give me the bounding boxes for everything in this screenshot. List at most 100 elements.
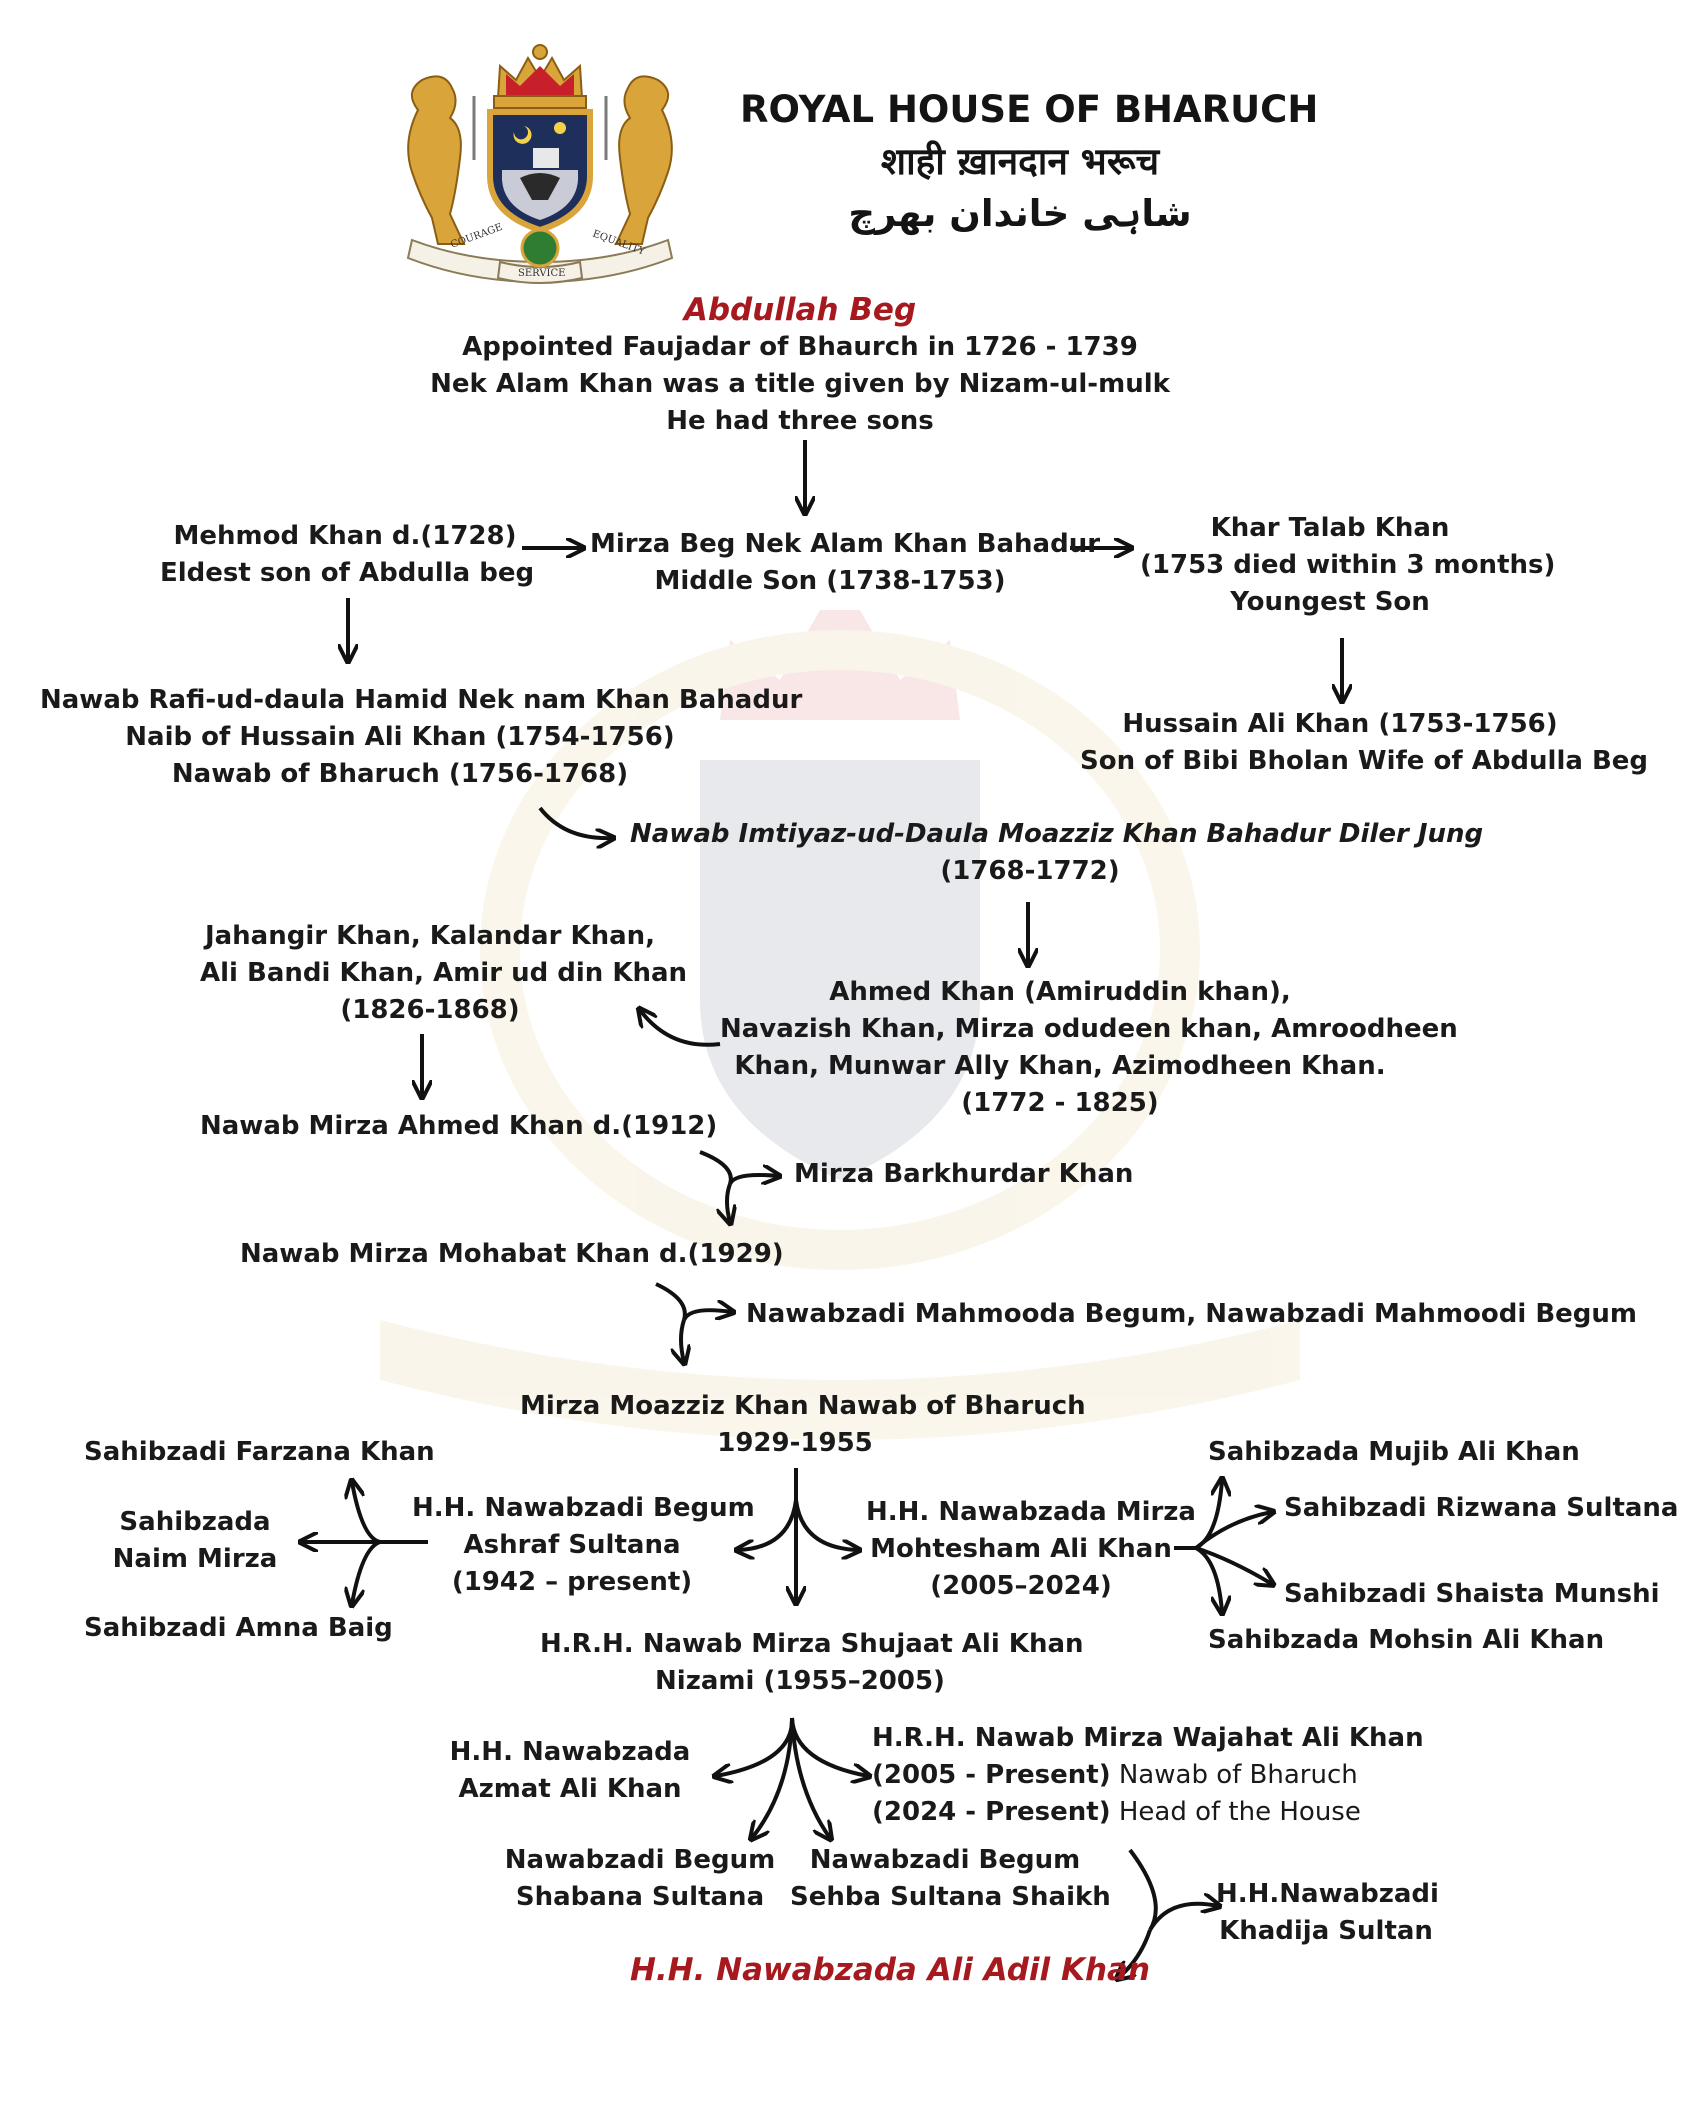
mohtesham-line-1: H.H. Nawabzada Mirza xyxy=(866,1497,1196,1527)
node-rizwana: Sahibzadi Rizwana Sultana xyxy=(1284,1490,1678,1527)
ahmed-line-2: Navazish Khan, Mirza odudeen khan, Amroo… xyxy=(720,1014,1458,1044)
node-azmat: H.H. Nawabzada Azmat Ali Khan xyxy=(440,1734,700,1808)
node-abdullah: Abdullah Beg Appointed Faujadar of Bhaur… xyxy=(400,292,1200,440)
mohsin-line-1: Sahibzada Mohsin Ali Khan xyxy=(1208,1625,1605,1655)
arrow-wajahat-to-adil xyxy=(1118,1929,1152,1978)
mehmod-line-1: Mehmod Khan d.(1728) xyxy=(173,521,517,551)
node-khadija: H.H.Nawabzadi Khadija Sultan xyxy=(1216,1876,1439,1950)
node-rafi: Nawab Rafi-ud-daula Hamid Nek nam Khan B… xyxy=(40,682,803,793)
title-english: ROYAL HOUSE OF BHARUCH xyxy=(740,88,1319,131)
khar-talab-line-1: Khar Talab Khan xyxy=(1210,513,1450,543)
shujaat-line-1: H.R.H. Nawab Mirza Shujaat Ali Khan xyxy=(540,1629,1084,1659)
wajahat-line-1: H.R.H. Nawab Mirza Wajahat Ali Khan xyxy=(872,1723,1424,1753)
ahmed-line-1: Ahmed Khan (Amiruddin khan), xyxy=(829,977,1291,1007)
sehba-line-1: Nawabzadi Begum xyxy=(809,1845,1081,1875)
arrow-to-moazziz xyxy=(681,1319,684,1362)
ahmed-line-4: (1772 - 1825) xyxy=(961,1088,1159,1118)
node-mirza-ahmed: Nawab Mirza Ahmed Khan d.(1912) xyxy=(200,1108,717,1145)
node-ahmed: Ahmed Khan (Amiruddin khan), Navazish Kh… xyxy=(720,974,1458,1122)
node-shabana: Nawabzadi Begum Shabana Sultana xyxy=(500,1842,780,1916)
arrow-to-mahmooda xyxy=(655,1282,732,1320)
imtiyaz-line-1: Nawab Imtiyaz-ud-Daula Moazziz Khan Baha… xyxy=(630,819,1484,849)
ashraf-line-1: H.H. Nawabzadi Begum xyxy=(412,1493,755,1523)
amna-line-1: Sahibzadi Amna Baig xyxy=(84,1613,393,1643)
ashraf-line-3: (1942 – present) xyxy=(451,1567,693,1597)
arrow-to-shaista xyxy=(1195,1546,1272,1584)
hussain-line-2: Son of Bibi Bholan Wife of Abdulla Beg xyxy=(1080,746,1649,776)
jahangir-line-1: Jahangir Khan, Kalandar Khan, xyxy=(204,921,656,951)
node-khar-talab: Khar Talab Khan (1753 died within 3 mont… xyxy=(1140,510,1556,621)
mahmooda-line-1: Nawabzadi Mahmooda Begum, Nawabzadi Mahm… xyxy=(746,1299,1637,1329)
arrow-to-mohsin xyxy=(1194,1546,1222,1612)
node-mehmod: Mehmod Khan d.(1728) Eldest son of Abdul… xyxy=(160,518,535,592)
node-shaista: Sahibzadi Shaista Munshi xyxy=(1284,1576,1664,1613)
adil-name: H.H. Nawabzada Ali Adil Khan xyxy=(629,1952,1151,1988)
node-mahmooda: Nawabzadi Mahmooda Begum, Nawabzadi Mahm… xyxy=(746,1296,1637,1333)
khadija-line-2: Khadija Sultan xyxy=(1219,1916,1433,1946)
header-title: ROYAL HOUSE OF BHARUCH शाही ख़ानदान भरूच… xyxy=(740,84,1319,240)
hussain-line-1: Hussain Ali Khan (1753-1756) xyxy=(1122,709,1558,739)
watermark-crest xyxy=(380,610,1300,1440)
arrow-to-barkhurdar xyxy=(699,1150,778,1184)
wajahat-line-3-period: (2024 - Present) xyxy=(872,1797,1111,1827)
node-mohtesham: H.H. Nawabzada Mirza Mohtesham Ali Khan … xyxy=(866,1494,1196,1605)
naim-line-1: Sahibzada xyxy=(119,1507,271,1537)
azmat-line-2: Azmat Ali Khan xyxy=(458,1774,682,1804)
wajahat-line-2-role: Nawab of Bharuch xyxy=(1110,1760,1358,1790)
shabana-line-1: Nawabzadi Begum xyxy=(504,1845,776,1875)
imtiyaz-line-2: (1768-1772) xyxy=(940,856,1120,886)
node-barkhurdar: Mirza Barkhurdar Khan xyxy=(794,1156,1134,1193)
rafi-line-2: Naib of Hussain Ali Khan (1754-1756) xyxy=(125,722,675,752)
ahmed-line-3: Khan, Munwar Ally Khan, Azimodheen Khan. xyxy=(734,1051,1386,1081)
abdullah-line-2: Nek Alam Khan was a title given by Nizam… xyxy=(430,369,1170,399)
title-hindi: शाही ख़ानदान भरूच xyxy=(880,140,1160,183)
moazziz-line-2: 1929-1955 xyxy=(717,1428,873,1458)
arrow-shujaat-to-wajahat xyxy=(790,1717,868,1776)
khar-talab-line-3: Youngest Son xyxy=(1230,587,1430,617)
arrow-rafi-to-imtiyaz xyxy=(538,806,612,838)
node-ashraf: H.H. Nawabzadi Begum Ashraf Sultana (194… xyxy=(412,1490,755,1601)
jahangir-line-3: (1826-1868) xyxy=(340,995,520,1025)
arrow-ashraf-to-amna xyxy=(352,1540,381,1604)
moazziz-line-1: Mirza Moazziz Khan Nawab of Bharuch xyxy=(520,1391,1086,1421)
arrow-ahmed-to-jahangir xyxy=(640,1010,721,1047)
arrow-to-mohabat xyxy=(727,1183,730,1222)
farzana-line-1: Sahibzadi Farzana Khan xyxy=(84,1437,435,1467)
node-naim: Sahibzada Naim Mirza xyxy=(100,1504,290,1578)
crest-motto-bottom: SERVICE xyxy=(518,268,565,279)
node-farzana: Sahibzadi Farzana Khan xyxy=(84,1434,435,1471)
mirza-beg-line-1: Mirza Beg Nek Alam Khan Bahadur xyxy=(590,529,1101,559)
mohtesham-line-3: (2005–2024) xyxy=(930,1571,1112,1601)
khar-talab-line-2: (1753 died within 3 months) xyxy=(1140,550,1556,580)
node-moazziz: Mirza Moazziz Khan Nawab of Bharuch 1929… xyxy=(520,1388,1086,1462)
node-amna: Sahibzadi Amna Baig xyxy=(84,1610,404,1647)
ashraf-line-2: Ashraf Sultana xyxy=(463,1530,681,1560)
shaista-line-1: Sahibzadi Shaista Munshi xyxy=(1284,1579,1660,1609)
abdullah-name: Abdullah Beg xyxy=(683,292,917,328)
naim-line-2: Naim Mirza xyxy=(112,1544,278,1574)
shujaat-line-2: Nizami (1955–2005) xyxy=(655,1666,945,1696)
wajahat-line-3-role: Head of the House xyxy=(1110,1797,1361,1827)
rafi-line-3: Nawab of Bharuch (1756-1768) xyxy=(171,759,629,789)
jahangir-line-2: Ali Bandi Khan, Amir ud din Khan xyxy=(200,958,688,988)
rafi-line-1: Nawab Rafi-ud-daula Hamid Nek nam Khan B… xyxy=(40,685,803,715)
node-hussain: Hussain Ali Khan (1753-1756) Son of Bibi… xyxy=(1080,706,1649,780)
arrow-shujaat-to-azmat xyxy=(716,1717,795,1776)
node-sehba: Nawabzadi Begum Sehba Sultana Shaikh xyxy=(790,1842,1111,1916)
arrow-shujaat-to-shabana xyxy=(752,1717,794,1838)
mohabat-line-1: Nawab Mirza Mohabat Khan d.(1929) xyxy=(240,1239,784,1269)
azmat-line-1: H.H. Nawabzada xyxy=(449,1737,691,1767)
wajahat-line-2-period: (2005 - Present) xyxy=(872,1760,1111,1790)
mohtesham-line-2: Mohtesham Ali Khan xyxy=(870,1534,1172,1564)
abdullah-line-1: Appointed Faujadar of Bhaurch in 1726 - … xyxy=(462,332,1138,362)
arrow-wajahat-to-khadija xyxy=(1128,1848,1218,1932)
node-mujib: Sahibzada Mujib Ali Khan xyxy=(1208,1434,1588,1471)
shabana-line-2: Shabana Sultana xyxy=(515,1882,765,1912)
node-imtiyaz: Nawab Imtiyaz-ud-Daula Moazziz Khan Baha… xyxy=(630,816,1484,890)
mehmod-line-2: Eldest son of Abdulla beg xyxy=(160,558,535,588)
node-mohsin: Sahibzada Mohsin Ali Khan xyxy=(1208,1622,1605,1659)
arrow-to-rizwana xyxy=(1194,1512,1272,1550)
